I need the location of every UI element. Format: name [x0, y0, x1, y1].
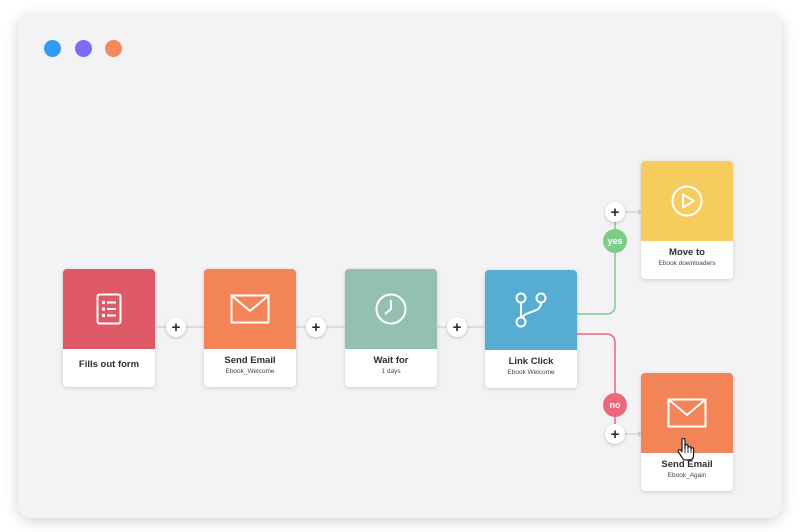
step-fills-out-form[interactable]: Fills out form — [63, 269, 155, 387]
hand-cursor-icon — [677, 438, 695, 461]
step-header — [204, 269, 296, 349]
window-control-blue-dot[interactable] — [44, 40, 61, 57]
step-title: Move to — [669, 247, 705, 258]
step-subtitle: Ebook_Again — [667, 472, 707, 479]
connector-arrow — [638, 209, 642, 215]
clock-icon — [375, 293, 407, 325]
step-title: Send Email — [224, 355, 276, 366]
step-wait-for[interactable]: Wait for 1 days — [345, 269, 437, 387]
step-subtitle: Ebook downloaders — [658, 260, 716, 267]
branch-icon — [515, 292, 547, 328]
app-window: Fills out form Send Email Ebook_Welcome … — [18, 14, 782, 518]
step-header — [641, 373, 733, 453]
connector-arrow — [638, 431, 642, 437]
yes-branch-badge: yes — [603, 229, 627, 253]
add-step-button[interactable]: + — [605, 424, 625, 444]
no-branch-line — [577, 333, 616, 434]
play-icon — [671, 185, 703, 217]
step-link-click[interactable]: Link Click Ebook Welcome — [485, 270, 577, 388]
window-control-purple-dot[interactable] — [75, 40, 92, 57]
step-header — [345, 269, 437, 349]
add-step-button[interactable]: + — [166, 317, 186, 337]
window-control-orange-dot[interactable] — [105, 40, 122, 57]
step-title: Send Email — [661, 459, 713, 470]
add-step-button[interactable]: + — [447, 317, 467, 337]
step-move-to[interactable]: Move to Ebook downloaders — [641, 161, 733, 279]
add-step-button[interactable]: + — [306, 317, 326, 337]
step-subtitle: Ebook Welcome — [507, 369, 555, 376]
step-title: Fills out form — [78, 359, 140, 370]
step-subtitle: Ebook_Welcome — [225, 368, 275, 375]
step-title: Link Click — [508, 356, 554, 367]
yes-branch-line — [577, 212, 616, 315]
step-header — [641, 161, 733, 241]
step-header — [485, 270, 577, 350]
step-send-email[interactable]: Send Email Ebook_Welcome — [204, 269, 296, 387]
add-step-button[interactable]: + — [605, 202, 625, 222]
envelope-icon — [230, 294, 270, 324]
step-send-email-again[interactable]: Send Email Ebook_Again — [641, 373, 733, 491]
form-list-icon — [96, 293, 122, 325]
step-title: Wait for — [373, 355, 409, 366]
no-branch-badge: no — [603, 393, 627, 417]
step-subtitle: 1 days — [381, 368, 401, 375]
envelope-icon — [667, 398, 707, 428]
step-header — [63, 269, 155, 349]
